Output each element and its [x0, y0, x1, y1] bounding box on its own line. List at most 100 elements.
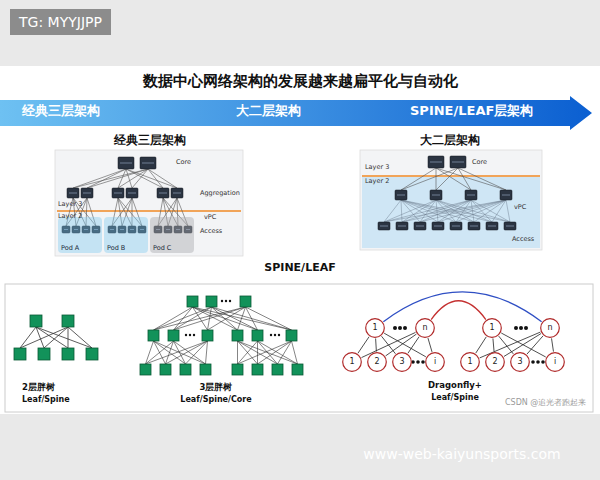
- switch-detail: [128, 193, 136, 194]
- layer-label: Access: [200, 228, 222, 235]
- fat-tree-switch: [62, 315, 74, 327]
- switch-detail: [380, 226, 388, 227]
- dragonfly-switch: 3: [510, 352, 530, 372]
- link-line: [401, 168, 436, 190]
- link-line: [238, 307, 246, 330]
- pod-label: Pod C: [153, 245, 171, 252]
- layer-label: vPC: [204, 214, 216, 221]
- switch-icon: [504, 222, 516, 230]
- link-line: [148, 169, 177, 188]
- layer-label: Core: [472, 159, 487, 166]
- watermark-text: TG: MYYJJPP: [19, 14, 102, 30]
- layer-label: Core: [176, 159, 191, 166]
- pod-label: Pod B: [107, 245, 125, 252]
- watermark: CSDN @追光者跑起来: [505, 398, 586, 407]
- switch-detail: [120, 163, 132, 164]
- link-line: [402, 200, 471, 222]
- switch-number: 2: [485, 352, 505, 372]
- switch-number: n: [415, 318, 435, 338]
- link-line: [436, 168, 506, 190]
- stage-label: 大二层架构: [236, 103, 301, 119]
- timeline-arrow: 经典三层架构大二层架构SPINE/LEAF层架构: [0, 96, 592, 130]
- switch-icon: [378, 222, 390, 230]
- link-line: [362, 175, 540, 177]
- link-line: [68, 327, 92, 348]
- link-line: [44, 327, 68, 348]
- ellipsis-dot: [225, 300, 227, 302]
- link-line: [174, 341, 186, 364]
- switch-number: 3: [510, 352, 530, 372]
- topology-name: 2层胖树: [22, 383, 55, 393]
- switch-detail: [142, 163, 154, 164]
- ellipsis-dot: [185, 334, 187, 336]
- link-line: [208, 307, 246, 330]
- switch-detail: [467, 195, 475, 196]
- fat-tree-switch: [202, 330, 213, 341]
- switch-icon: [430, 190, 442, 200]
- fat-tree-switch: [180, 364, 191, 375]
- link-line: [212, 307, 292, 330]
- switch-detail: [432, 195, 440, 196]
- ellipsis-dot: [519, 326, 523, 330]
- topology-layers: Leaf/Spine: [431, 393, 479, 402]
- section-heading: SPINE/LEAF: [264, 262, 335, 275]
- switch-detail: [173, 193, 181, 194]
- fat-tree-switch: [148, 330, 159, 341]
- link-line: [436, 168, 437, 190]
- fat-tree-switch: [232, 330, 243, 341]
- switch-icon: [465, 190, 477, 200]
- fat-tree-switch: [160, 364, 171, 375]
- link-line: [238, 341, 258, 364]
- switch-icon: [118, 157, 134, 169]
- stage-label: 经典三层架构: [22, 103, 100, 119]
- fat-tree-switch: [187, 296, 198, 307]
- fat-tree-switch: [86, 348, 98, 360]
- ellipsis-dot: [274, 334, 276, 336]
- ellipsis-dot: [541, 360, 545, 364]
- link-line: [87, 169, 148, 188]
- switch-icon: [414, 222, 426, 230]
- switch-detail: [69, 193, 77, 194]
- link-line: [384, 200, 506, 222]
- link-connector: [375, 338, 377, 351]
- link-line: [258, 341, 292, 364]
- switch-detail: [502, 195, 510, 196]
- ellipsis-dot: [416, 360, 420, 364]
- link-line: [402, 200, 436, 222]
- link-line: [401, 168, 458, 190]
- arrow-body: [0, 96, 592, 130]
- switch-number: 1: [365, 318, 385, 338]
- switch-icon: [157, 188, 169, 198]
- link-connector: [428, 338, 432, 352]
- link-line: [238, 341, 278, 364]
- layer-label: Layer 3: [365, 164, 389, 171]
- topology-name: Dragonfly+: [428, 381, 482, 391]
- link-line: [402, 200, 506, 222]
- switch-number: 1: [342, 352, 362, 372]
- link-line: [456, 200, 506, 222]
- ellipsis-dot: [398, 326, 402, 330]
- ellipsis-dot: [229, 300, 231, 302]
- link-line: [438, 200, 506, 222]
- switch-detail: [83, 193, 91, 194]
- layer-label: vPC: [514, 204, 526, 211]
- switch-number: 1: [460, 352, 480, 372]
- link-line: [36, 327, 44, 348]
- ellipsis-dot: [531, 360, 535, 364]
- ellipsis-dot: [536, 360, 540, 364]
- dragonfly-switch: i: [425, 352, 445, 372]
- switch-icon: [112, 188, 124, 198]
- link-line: [384, 200, 401, 222]
- ellipsis-dot: [514, 326, 518, 330]
- link-line: [506, 200, 510, 222]
- link-line: [126, 169, 163, 188]
- ellipsis-dot: [524, 326, 528, 330]
- fat-tree-switch: [272, 364, 283, 375]
- link-line: [492, 200, 506, 222]
- pod-region: Pod B: [104, 217, 148, 253]
- switch-detail: [434, 226, 442, 227]
- switch-number: 1: [482, 318, 502, 338]
- link-line: [238, 341, 292, 364]
- switch-icon: [81, 188, 93, 198]
- link-line: [420, 200, 506, 222]
